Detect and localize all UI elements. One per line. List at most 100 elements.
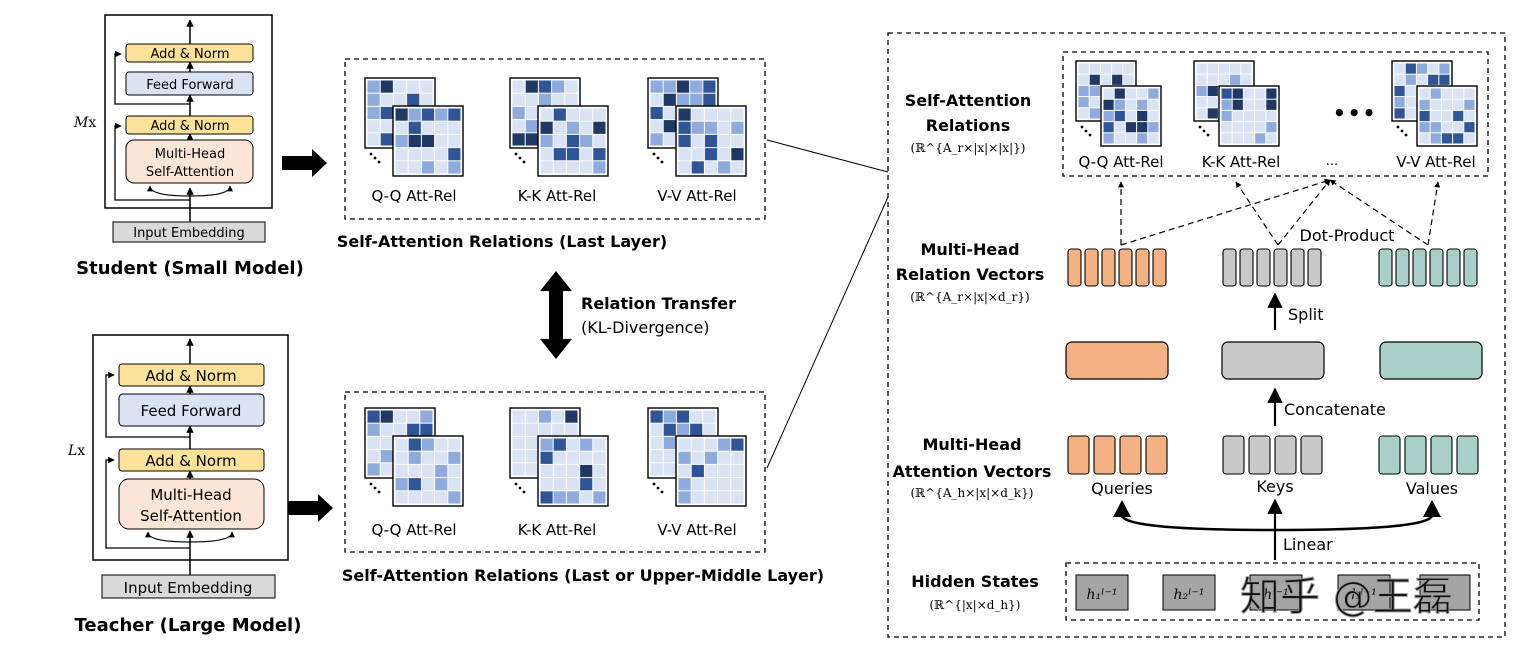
teacher-add-norm-top-label: Add & Norm: [145, 367, 236, 385]
matrix-cell: [1394, 74, 1405, 85]
relation-detail-panel: ••• Q-Q Att-Rel K-K Att-Rel ... V-V Att-…: [887, 32, 1506, 638]
matrix-cell: [1232, 122, 1243, 133]
matrix-cell: [553, 438, 566, 451]
matrix-cell: [380, 80, 393, 93]
matrix-cell: [718, 438, 731, 451]
matrix-cell: [704, 121, 718, 134]
teacher-add-norm-bottom-label: Add & Norm: [145, 452, 236, 470]
keys-label: Keys: [1256, 477, 1293, 496]
teacher-feed-forward: [118, 393, 265, 427]
matrix-cell: [566, 478, 580, 491]
matrix-cell: [663, 423, 676, 436]
matrix-cell: [1125, 99, 1137, 110]
matrix-cell: [566, 491, 580, 504]
matrix-cell: [678, 438, 691, 451]
matrix-cell: [540, 464, 553, 478]
matrix-cell: [663, 436, 676, 450]
matrix-cell: [421, 464, 435, 478]
student-add-norm-top: [125, 43, 254, 63]
matrix-cell: [367, 120, 380, 133]
matrix-cell: [525, 436, 538, 450]
matrix-cell: [553, 161, 566, 174]
matrix-cell: [1137, 110, 1148, 122]
matrix-cell: [512, 120, 525, 133]
matrix-cell: [525, 133, 538, 146]
top-relations-caption: Self-Attention Relations (Last Layer): [337, 232, 667, 251]
matrix-cell: [1078, 108, 1089, 119]
sar-dims: (ℝ^{A_r×|x|×|x|}): [911, 141, 1026, 155]
matrix-cell: [663, 93, 676, 106]
matrix-cell: [1148, 88, 1159, 99]
detail-kk-matrix-stack-dots: [1198, 125, 1210, 137]
matrix-cell: [1221, 110, 1232, 122]
matrix-cell: [1221, 122, 1232, 133]
top-vv-matrix-stack-dots: [652, 152, 664, 164]
matrix-cell: [731, 161, 744, 174]
matrix-cell: [731, 478, 744, 491]
matrix-cell: [566, 464, 580, 478]
hidden-state-5: [1419, 574, 1471, 611]
relation-vector-keys-cell: [1273, 248, 1288, 287]
teacher-model: Lx Add & Norm Feed Forward Add & Norm Mu…: [67, 334, 301, 636]
matrix-cell: [1112, 74, 1123, 85]
matrix-cell: [540, 478, 553, 491]
attention-vector-queries-cell: [1145, 435, 1168, 475]
detail-vv-label: V-V Att-Rel: [1396, 153, 1475, 171]
watermark: 知乎 @王磊: [1240, 574, 1453, 620]
relation-vector-keys-cell: [1222, 248, 1237, 287]
matrix-cell: [367, 450, 380, 463]
matrix-cell: [420, 410, 433, 423]
matrix-cell: [1439, 74, 1450, 85]
top-kk-label: K-K Att-Rel: [518, 187, 597, 205]
matrix-cell: [1464, 122, 1475, 133]
matrix-cell: [512, 133, 525, 146]
attention-vector-keys-cell: [1222, 435, 1245, 475]
matrix-cell: [448, 491, 461, 504]
matrix-cell: [367, 106, 380, 120]
matrix-cell: [1078, 85, 1089, 97]
matrix-cell: [552, 80, 565, 93]
zoom-line-bottom: [766, 196, 889, 469]
matrix-cell: [1266, 133, 1277, 144]
matrix-cell: [1416, 63, 1428, 74]
matrix-cell: [1089, 74, 1100, 85]
relation-transfer-arrow: [540, 271, 572, 359]
matrix-cell: [448, 108, 461, 121]
matrix-cell: [395, 451, 408, 464]
matrix-cell: [1453, 88, 1464, 99]
matrix-cell: [367, 410, 380, 423]
matrix-cell: [1218, 74, 1230, 85]
matrix-cell: [512, 93, 525, 106]
matrix-cell: [704, 478, 718, 491]
matrix-cell: [1243, 99, 1255, 110]
matrix-cell: [1241, 63, 1252, 74]
matrix-cell: [593, 134, 606, 148]
matrix-cell: [663, 106, 676, 120]
matrix-cell: [525, 450, 538, 463]
matrix-cell: [704, 464, 718, 478]
matrix-cell: [512, 106, 525, 120]
matrix-cell: [1430, 133, 1441, 144]
matrix-cell: [704, 438, 718, 451]
bottom-vv-label: V-V Att-Rel: [657, 521, 736, 539]
matrix-cell: [731, 121, 744, 134]
matrix-cell: [1453, 110, 1464, 122]
matrix-cell: [1125, 88, 1137, 99]
matrix-cell: [512, 423, 525, 436]
bottom-qq-matrix-stack-dots: [369, 482, 381, 494]
matrix-cell: [676, 410, 690, 423]
matrix-cell: [650, 93, 663, 106]
matrix-cell: [1089, 63, 1100, 74]
matrix-cell: [380, 410, 393, 423]
split-label: Split: [1288, 305, 1323, 324]
matrix-cell: [650, 106, 663, 120]
matrix-cell: [580, 134, 593, 148]
matrix-cell: [1137, 122, 1148, 133]
top-vv-matrix-front: [675, 105, 747, 177]
matrix-cell: [690, 410, 703, 423]
relation-vector-keys-cell: [1290, 248, 1305, 287]
matrix-cell: [580, 438, 593, 451]
matrix-cell: [1196, 74, 1207, 85]
relation-vector-values-cell: [1378, 248, 1393, 287]
matrix-cell: [580, 161, 593, 174]
